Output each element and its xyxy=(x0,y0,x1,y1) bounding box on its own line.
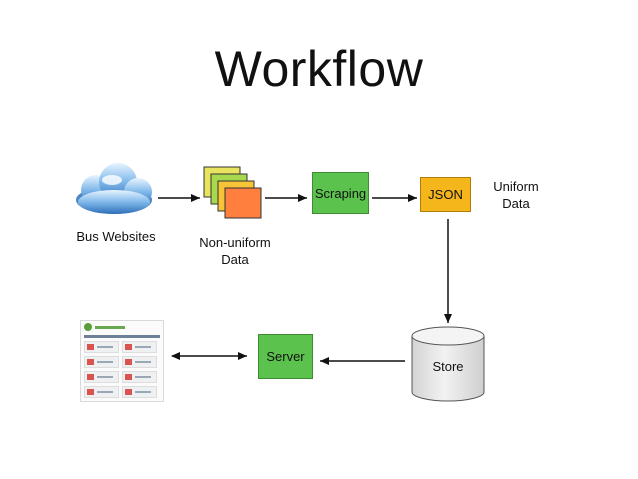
label-uniform-line-1: Uniform xyxy=(493,179,539,194)
server-label: Server xyxy=(266,349,305,364)
store-cylinder xyxy=(411,326,485,402)
scraping-box: Scraping xyxy=(312,172,369,214)
thumbnail-row xyxy=(84,371,160,383)
slide-title: Workflow xyxy=(214,41,424,97)
label-bus-websites: Bus Websites xyxy=(76,229,156,244)
scraping-label: Scraping xyxy=(314,185,367,201)
thumbnail-row xyxy=(84,401,160,402)
thumbnail-row xyxy=(84,341,160,353)
server-box: Server xyxy=(258,334,313,379)
thumbnail-row xyxy=(84,356,160,368)
label-uniform-line-2: Data xyxy=(502,196,530,211)
label-non-uniform-data: Non-uniform Data xyxy=(180,234,290,268)
store-label: Store xyxy=(432,359,464,374)
json-box: JSON xyxy=(420,177,471,212)
website-screenshot-thumbnail xyxy=(80,320,164,402)
thumbnail-brand-bar xyxy=(95,325,125,329)
thumbnail-row xyxy=(84,386,160,398)
cloud-icon xyxy=(76,163,152,214)
label-non-uniform-line-2: Data xyxy=(221,252,249,267)
json-label: JSON xyxy=(428,187,463,202)
label-non-uniform-line-1: Non-uniform xyxy=(199,235,271,250)
thumbnail-nav-bar xyxy=(84,335,160,338)
documents-stack-icon xyxy=(203,166,262,219)
thumbnail-logo-icon xyxy=(84,323,92,331)
label-uniform-data: Uniform Data xyxy=(476,178,556,212)
thumbnail-header xyxy=(81,321,163,333)
